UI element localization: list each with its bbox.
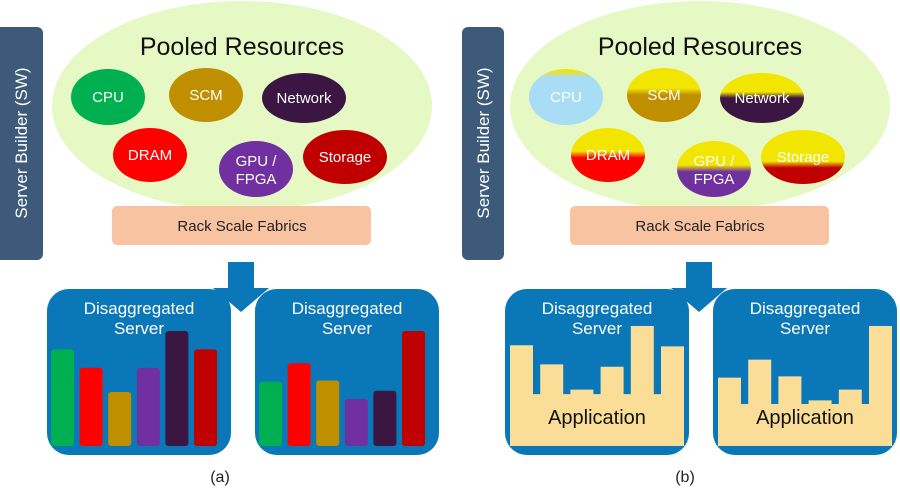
resource-bar — [194, 349, 217, 446]
resource-label: GPU / — [694, 153, 736, 170]
server-title: Server — [780, 319, 830, 338]
resource-bar — [136, 367, 160, 446]
resource-bar — [316, 380, 340, 446]
pool-title: Pooled Resources — [598, 33, 802, 61]
server-builder-sidebar: Server Builder (SW) — [0, 27, 43, 260]
sidebar-label: Server Builder (SW) — [12, 67, 31, 218]
resource-label: Network — [276, 90, 332, 107]
resource-storage: Storage — [303, 130, 387, 184]
resource-bar — [287, 363, 311, 446]
fabric-label: Rack Scale Fabrics — [177, 218, 306, 235]
resource-label: DRAM — [586, 147, 630, 164]
resource-bar — [51, 349, 74, 446]
resource-bar — [79, 367, 103, 446]
sidebar-label: Server Builder (SW) — [474, 67, 493, 218]
resource-cpu: CPU — [529, 69, 603, 125]
resource-ellipse — [219, 141, 293, 197]
server-title: Disaggregated — [292, 299, 403, 318]
resource-scm: SCM — [169, 68, 243, 122]
fabric-label: Rack Scale Fabrics — [635, 218, 764, 235]
resource-ellipse — [113, 128, 187, 182]
server-title: Server — [114, 319, 164, 338]
resource-ellipse — [720, 73, 804, 123]
resource-dram: DRAM — [113, 128, 187, 182]
resource-bar — [259, 381, 282, 446]
server-title: Server — [572, 319, 622, 338]
application-label: Application — [756, 407, 854, 429]
fabric-bar — [570, 206, 829, 245]
resource-ellipse — [529, 69, 603, 125]
resource-network: Network — [262, 73, 346, 123]
panel-caption: (b) — [675, 469, 695, 486]
sidebar-bar — [0, 27, 43, 260]
resource-gpu-fpga: GPU /FPGA — [219, 141, 293, 197]
resource-label: SCM — [647, 87, 680, 104]
resource-ellipse — [677, 141, 751, 197]
resource-bar — [165, 331, 189, 446]
panel-caption: (a) — [210, 469, 230, 486]
fabric-bar — [112, 206, 371, 245]
resource-label: Network — [734, 90, 790, 107]
resource-scm: SCM — [627, 68, 701, 122]
resource-label: CPU — [550, 89, 582, 106]
down-arrow-icon — [671, 262, 727, 312]
server-title: Disaggregated — [84, 299, 195, 318]
resource-label: Storage — [777, 149, 830, 166]
resource-ellipse — [262, 73, 346, 123]
arrow-shape — [671, 262, 727, 312]
resource-label: GPU / — [236, 153, 278, 170]
resource-label: CPU — [92, 89, 124, 106]
resource-bar — [402, 331, 425, 446]
server-title: Server — [322, 319, 372, 338]
server-builder-sidebar: Server Builder (SW) — [462, 27, 504, 260]
application-skyline — [718, 326, 892, 446]
application-skyline — [510, 326, 684, 446]
resource-bar — [108, 391, 132, 446]
resource-gpu-fpga: GPU /FPGA — [677, 141, 751, 197]
resource-label: FPGA — [694, 171, 735, 188]
resource-label: FPGA — [236, 171, 277, 188]
resource-dram: DRAM — [571, 128, 645, 182]
arrow-shape — [213, 262, 269, 312]
rack-scale-fabrics: Rack Scale Fabrics — [112, 206, 371, 245]
resource-ellipse — [303, 130, 387, 184]
resource-label: Storage — [319, 149, 372, 166]
resource-label: SCM — [189, 87, 222, 104]
sidebar-bar — [462, 27, 504, 260]
down-arrow-icon — [213, 262, 269, 312]
resource-bar — [344, 398, 368, 446]
resource-network: Network — [720, 73, 804, 123]
resource-ellipse — [571, 128, 645, 182]
application-label: Application — [548, 407, 646, 429]
resource-label: DRAM — [128, 147, 172, 164]
rack-scale-fabrics: Rack Scale Fabrics — [570, 206, 829, 245]
resource-storage: Storage — [761, 130, 845, 184]
resource-cpu: CPU — [71, 69, 145, 125]
resource-ellipse — [761, 130, 845, 184]
server-title: Disaggregated — [542, 299, 653, 318]
resource-ellipse — [627, 68, 701, 122]
resource-bar — [373, 390, 397, 446]
server-title: Disaggregated — [750, 299, 861, 318]
resource-ellipse — [71, 69, 145, 125]
resource-ellipse — [169, 68, 243, 122]
pool-title: Pooled Resources — [140, 33, 344, 61]
